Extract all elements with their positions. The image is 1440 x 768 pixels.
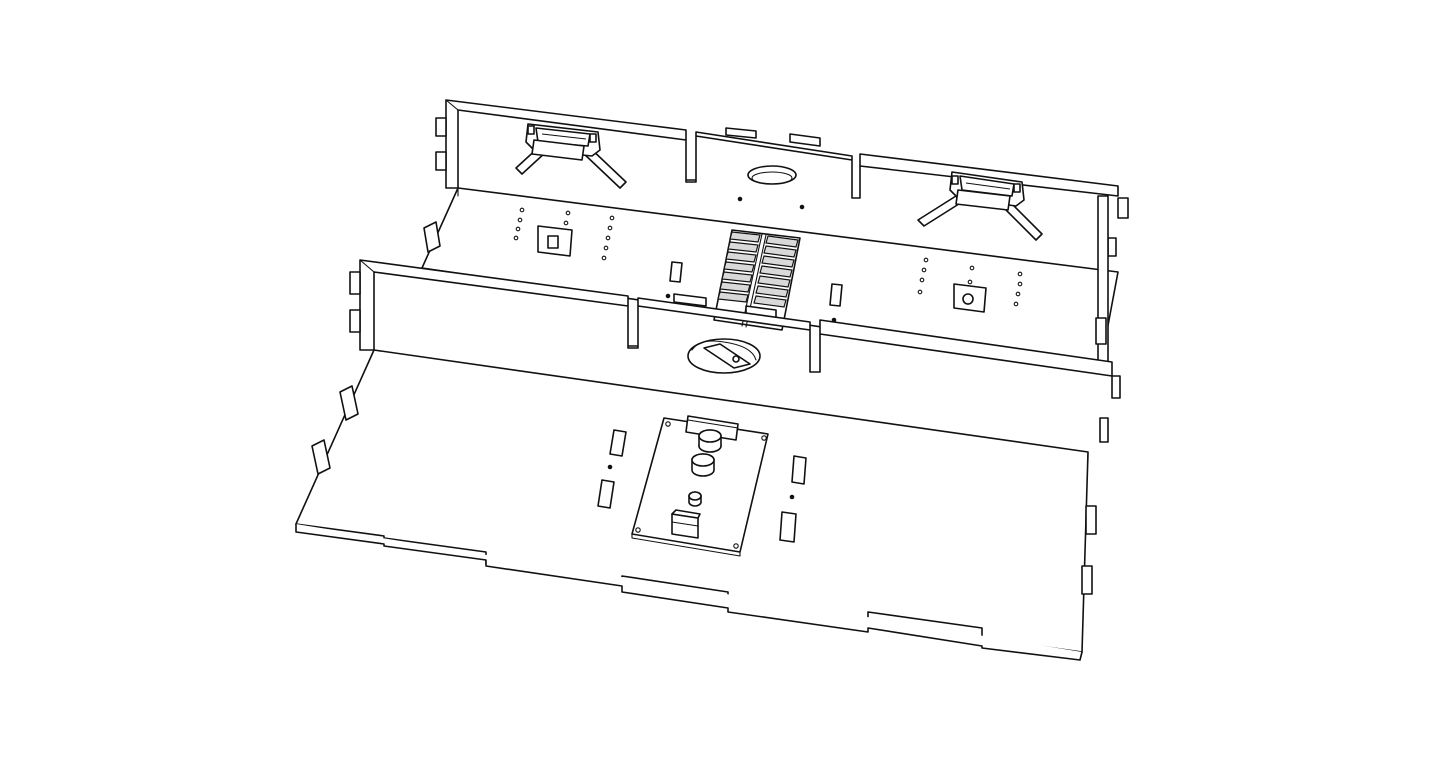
center-circuit-board <box>631 415 769 557</box>
base-left-tab-2 <box>311 439 331 475</box>
left-connector-screw-l <box>527 125 535 135</box>
left-connector-body <box>531 139 585 161</box>
board-terminal-block <box>671 509 701 539</box>
shelf-slot-left <box>669 261 683 283</box>
front-opening-screw <box>732 355 740 363</box>
shelf-slot-right <box>829 283 843 307</box>
front-left-tab-1 <box>349 271 361 295</box>
right-switch-knob <box>962 293 974 305</box>
base-right-tab-2 <box>1081 565 1093 595</box>
rear-right-tab-1 <box>1117 197 1129 219</box>
center-comb-rack <box>673 229 801 331</box>
front-divider-face <box>359 259 1113 377</box>
base-slot-right-2 <box>779 511 797 543</box>
board-capacitor-1 <box>698 429 722 453</box>
comb-rack-clip-left <box>673 293 707 307</box>
base-slot-left-1 <box>609 429 627 457</box>
right-connector-screw-r <box>1013 183 1021 193</box>
left-switch-knob <box>547 235 559 249</box>
base-right-tab-1 <box>1085 505 1097 535</box>
board-capacitor-2 <box>691 453 715 477</box>
rear-wall <box>435 99 1129 257</box>
left-hole-pattern <box>513 207 615 261</box>
rear-left-tab-2 <box>435 151 447 171</box>
front-opening-flap <box>703 343 751 369</box>
right-d-sub-connector <box>917 171 1043 241</box>
rear-wall-tab-1 <box>725 127 757 139</box>
rear-right-tab-2 <box>1107 237 1117 257</box>
upper-right-tab <box>1095 317 1107 345</box>
base-slot-left-2 <box>597 479 615 509</box>
front-right-tab-2 <box>1099 417 1109 443</box>
front-left-tab-2 <box>349 309 361 333</box>
right-connector-leg-left <box>917 195 963 227</box>
right-connector-screw-l <box>951 175 959 185</box>
rear-wall-tab-2 <box>789 133 821 147</box>
front-divider-wall <box>349 259 1121 443</box>
base-left-tab-1 <box>339 385 359 421</box>
right-hole-pattern <box>917 257 1023 307</box>
right-connector-body <box>955 189 1011 211</box>
rear-wall-face <box>445 99 1119 199</box>
board-led <box>688 491 702 507</box>
comb-rack-teeth <box>717 231 799 308</box>
base-slot-right-1 <box>791 455 807 485</box>
front-right-tab-1 <box>1111 375 1121 399</box>
left-d-sub-connector <box>515 123 627 189</box>
rear-left-tab-1 <box>435 117 447 137</box>
left-connector-screw-r <box>589 133 597 143</box>
upper-left-tab <box>423 221 441 253</box>
